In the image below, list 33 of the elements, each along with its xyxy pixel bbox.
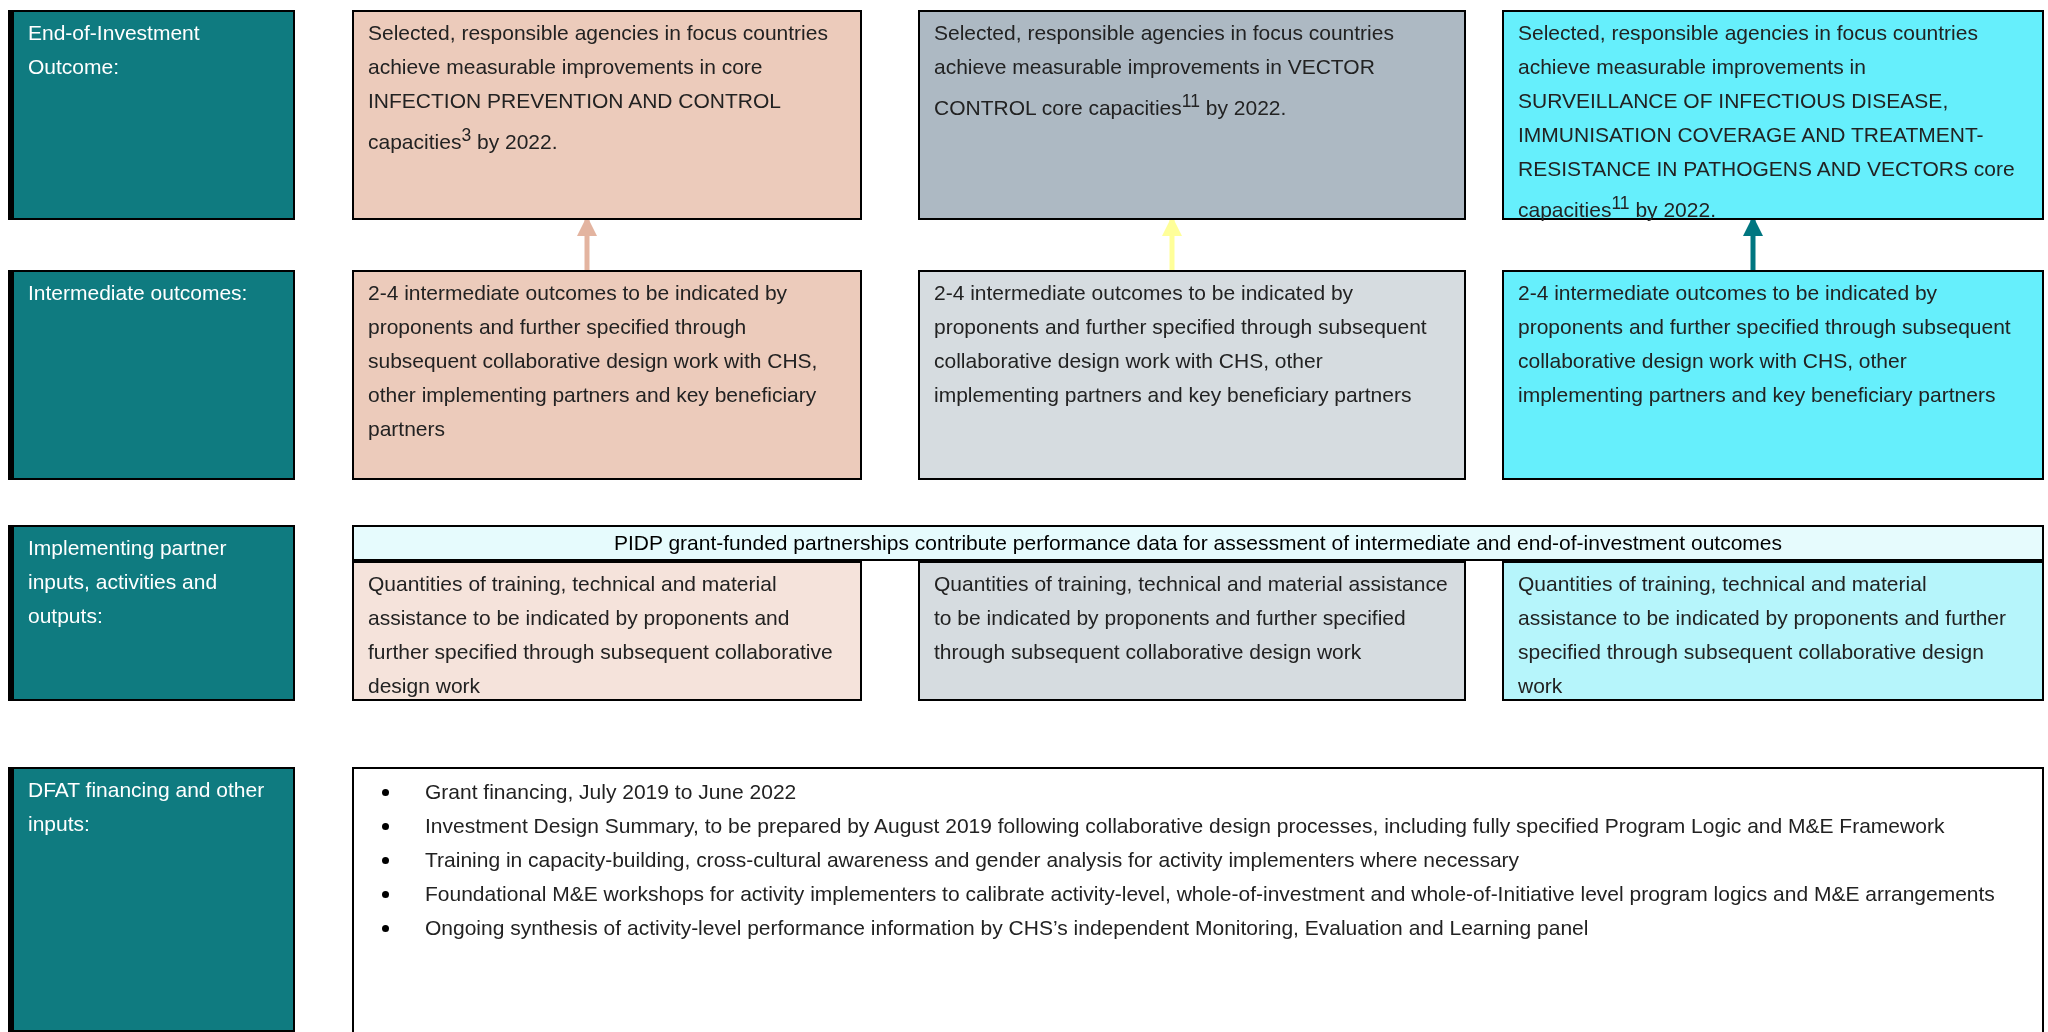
row-label [8, 10, 295, 220]
box-text: 2-4 intermediate outcomes to be indicated by proponents and further specified through subsequent collaborative design work with CHS, other implementing partners and key beneficiary partners [1518, 280, 2012, 408]
box-text: Quantities of training, technical and material assistance to be indicated by proponents and further specified through subsequent collaborative design work [934, 571, 1449, 665]
intermediate-outcome-box [1502, 270, 2044, 480]
outcome-box [352, 10, 862, 220]
partnership-band [352, 525, 2044, 561]
input-list-box [352, 767, 2044, 1032]
output-box [352, 561, 862, 701]
bullet-text: Ongoing synthesis of activity-level performance information by CHS’s independent Monitoring, Evaluation and Learning panel [425, 915, 1589, 941]
row-heading: DFAT financing and other inputs: [28, 777, 266, 837]
output-box [1502, 561, 2044, 701]
intermediate-outcome-box [352, 270, 862, 480]
box-text: Selected, responsible agencies in focus countries achieve measurable improvements in SURVEILLANCE OF INFECTIOUS DISEASE, IMMUNISATION COVERAGE AND TREATMENT-RESISTANCE IN PATHOGENS AND VECTORS core capacities$^{11}$ by 2022. [1518, 20, 2016, 223]
box-text: Quantities of training, technical and material assistance to be indicated by proponents and further specified through subsequent collaborative design work [1518, 571, 2007, 699]
bullet-text: Foundational M&E workshops for activity implementers to calibrate activity-level, whole-of-investment and whole-of-Initiative level program logics and M&E arrangements [425, 881, 1995, 907]
box-text: Quantities of training, technical and material assistance to be indicated by proponents and further specified through subsequent collaborative design work [368, 571, 834, 699]
output-box [918, 561, 1466, 701]
row-heading: Implementing partner inputs, activities and outputs: [28, 535, 228, 629]
band-text: PIDP grant-funded partnerships contribute performance data for assessment of intermediate and end-of-investment outcomes [612, 530, 1784, 556]
bullet-text: Investment Design Summary, to be prepared by August 2019 following collaborative design processes, including fully specified Program Logic and M&E Framework [425, 813, 1945, 839]
row-label [8, 767, 295, 1032]
bullet-text: Training in capacity-building, cross-cultural awareness and gender analysis for activity implementers where necessary [425, 847, 1520, 873]
box-text: Selected, responsible agencies in focus countries achieve measurable improvements in VECTOR CONTROL core capacities$^{11}$ by 2022. [934, 20, 1395, 121]
row-label [8, 270, 295, 480]
box-text: 2-4 intermediate outcomes to be indicated by proponents and further specified through subsequent collaborative design work with CHS, other implementing partners and key beneficiary partners [368, 280, 819, 442]
row-heading: Intermediate outcomes: [28, 280, 249, 306]
bullet-text: Grant financing, July 2019 to June 2022 [425, 779, 797, 805]
box-text: Selected, responsible agencies in focus countries achieve measurable improvements in core INFECTION PREVENTION AND CONTROL capacities$^{3}$ by 2022. [368, 20, 829, 155]
outcome-box [918, 10, 1466, 220]
row-label [8, 525, 295, 701]
box-text: 2-4 intermediate outcomes to be indicated by proponents and further specified through subsequent collaborative design work with CHS, other implementing partners and key beneficiary partners [934, 280, 1428, 408]
intermediate-outcome-box [918, 270, 1466, 480]
row-heading: End-of-Investment Outcome: [28, 20, 201, 80]
